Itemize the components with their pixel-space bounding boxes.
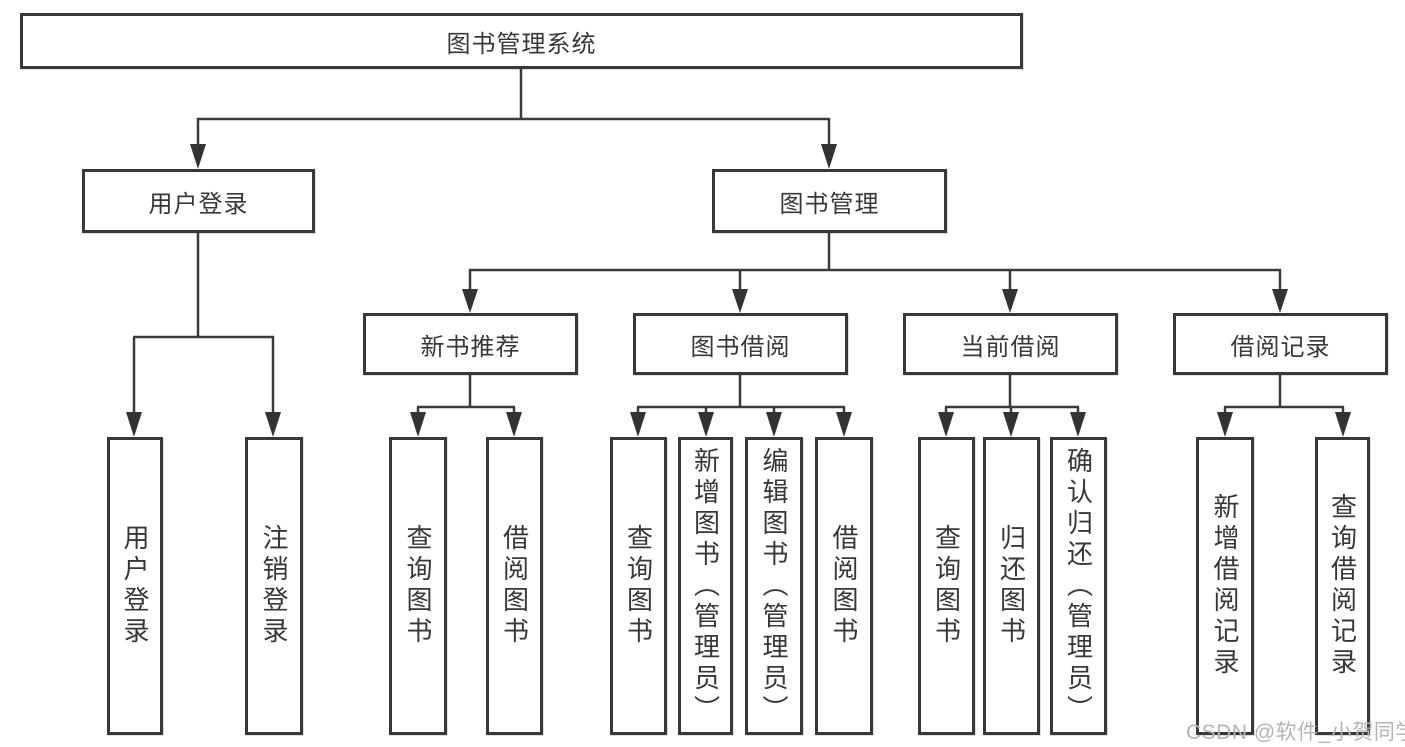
csdn-watermark: CSDN @软件_小贺同学 [1186, 721, 1405, 744]
leaf-query-books-borrow: 查询图书 [610, 437, 667, 735]
leaf-borrow-books: 借阅图书 [815, 437, 873, 735]
leaf-borrow-books-recommend: 借阅图书 [486, 437, 543, 735]
leaf-edit-books-admin: 编辑图书（管理员） [745, 437, 803, 735]
node-new-book-recommendation: 新书推荐 [363, 313, 578, 375]
leaf-query-borrow-record: 查询借阅记录 [1315, 437, 1370, 735]
node-user-login: 用户登录 [82, 169, 315, 233]
leaf-return-books: 归还图书 [983, 437, 1040, 735]
leaf-add-books-admin: 新增图书（管理员） [678, 437, 733, 735]
leaf-confirm-return-admin: 确认归还（管理员） [1050, 437, 1107, 735]
leaf-query-books-recommend: 查询图书 [389, 437, 447, 735]
node-library-management-system: 图书管理系统 [20, 13, 1023, 69]
leaf-logout: 注销登录 [245, 437, 303, 735]
node-borrowing-records: 借阅记录 [1173, 313, 1388, 375]
leaf-add-borrow-record: 新增借阅记录 [1196, 437, 1254, 735]
node-book-borrowing: 图书借阅 [633, 313, 848, 375]
node-book-management: 图书管理 [712, 169, 947, 233]
leaf-query-books-current: 查询图书 [918, 437, 975, 735]
leaf-user-login: 用户登录 [107, 437, 163, 735]
node-current-borrowing: 当前借阅 [903, 313, 1118, 375]
